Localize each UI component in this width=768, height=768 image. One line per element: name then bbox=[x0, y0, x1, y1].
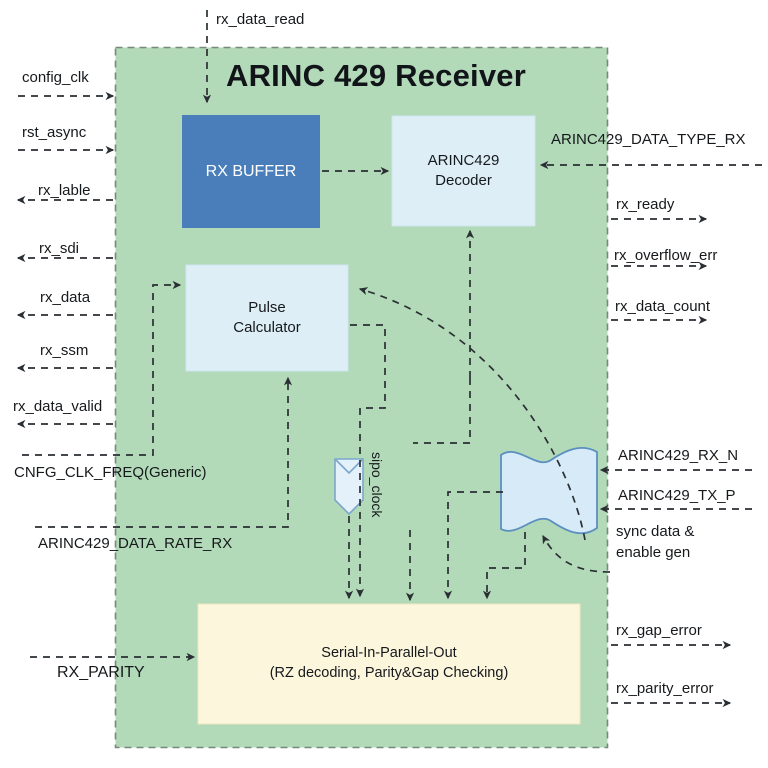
signal-label-arinc429-tx-p: ARINC429_TX_P bbox=[618, 487, 736, 504]
decoder-label-line1: ARINC429 bbox=[427, 151, 500, 169]
sipo-label: Serial-In-Parallel-Out (RZ decoding, Par… bbox=[198, 604, 580, 724]
wire-cnfg-clk-freq bbox=[22, 280, 182, 456]
signal-label-rx-data-valid: rx_data_valid bbox=[13, 398, 103, 415]
wire-feedback-to-pulse-calculator bbox=[358, 287, 586, 541]
rx-buffer-label: RX BUFFER bbox=[205, 162, 297, 180]
arinc429-decoder-block bbox=[391, 115, 536, 227]
sipo-label-line1: Serial-In-Parallel-Out bbox=[321, 645, 457, 662]
sipo-clock-label: sipo_clock bbox=[369, 452, 385, 518]
decoder-label-line2: Decoder bbox=[435, 172, 492, 189]
wire-sync-enable-gen bbox=[542, 534, 611, 573]
signal-label-arinc429-data-rate-rx: ARINC429_DATA_RATE_RX bbox=[38, 535, 233, 552]
pulse-calculator-label-line2: Calculator bbox=[233, 319, 301, 336]
sipo-label-line2: (RZ decoding, Parity&Gap Checking) bbox=[269, 665, 509, 681]
pulse-calculator-label-line1: Pulse bbox=[248, 298, 286, 316]
signal-label-rx-parity-error: rx_parity_error bbox=[616, 680, 714, 697]
signal-label-rx-lable: rx_lable bbox=[38, 182, 91, 199]
signal-label-rx-ssm: rx_ssm bbox=[40, 342, 89, 359]
page-title: ARINC 429 Receiver bbox=[226, 58, 526, 93]
wire-sync-to-sipo-b bbox=[482, 532, 526, 600]
signal-label-arinc429-rx-n: ARINC429_RX_N bbox=[618, 447, 739, 464]
signal-label-cnfg-clk-freq: CNFG_CLK_FREQ(Generic) bbox=[14, 464, 207, 481]
wire-sync-to-sipo bbox=[443, 491, 503, 600]
sync-data-block bbox=[500, 447, 598, 535]
signal-label-rx-ready: rx_ready bbox=[616, 196, 675, 213]
sipo-block bbox=[197, 603, 581, 725]
arinc429-decoder-label: ARINC429 Decoder bbox=[392, 116, 535, 226]
signal-label-rx-sdi: rx_sdi bbox=[39, 240, 80, 257]
rx-buffer-block bbox=[182, 115, 320, 228]
sync-note-line1: sync data & bbox=[616, 523, 695, 540]
signal-label-rx-data-count: rx_data_count bbox=[615, 298, 711, 315]
signal-label-rx-overflow-err: rx_overflow_err bbox=[614, 247, 718, 264]
signal-label-rx-gap-error: rx_gap_error bbox=[616, 622, 702, 639]
sync-note-line2: enable gen bbox=[616, 544, 691, 561]
pulse-calculator-label: Pulse Calculator bbox=[186, 265, 348, 371]
pulse-calculator-block bbox=[185, 264, 349, 372]
signal-label-arinc429-data-type-rx: ARINC429_DATA_TYPE_RX bbox=[551, 131, 746, 148]
sipo-clock-chevron-notch bbox=[334, 458, 364, 475]
signal-label-rst-async: rst_async bbox=[22, 124, 87, 141]
signal-label-rx-data-read: rx_data_read bbox=[216, 11, 305, 28]
wire-decoder-feed-path bbox=[413, 378, 471, 444]
wire-arinc429-data-rate-rx bbox=[35, 376, 293, 528]
sipo-clock-chevron bbox=[334, 458, 364, 516]
wire-pulse-calculator-out bbox=[350, 324, 386, 598]
signal-label-rx-parity: RX_PARITY bbox=[57, 664, 145, 681]
signal-label-config-clk: config_clk bbox=[22, 69, 89, 86]
signal-label-rx-data: rx_data bbox=[40, 289, 91, 306]
